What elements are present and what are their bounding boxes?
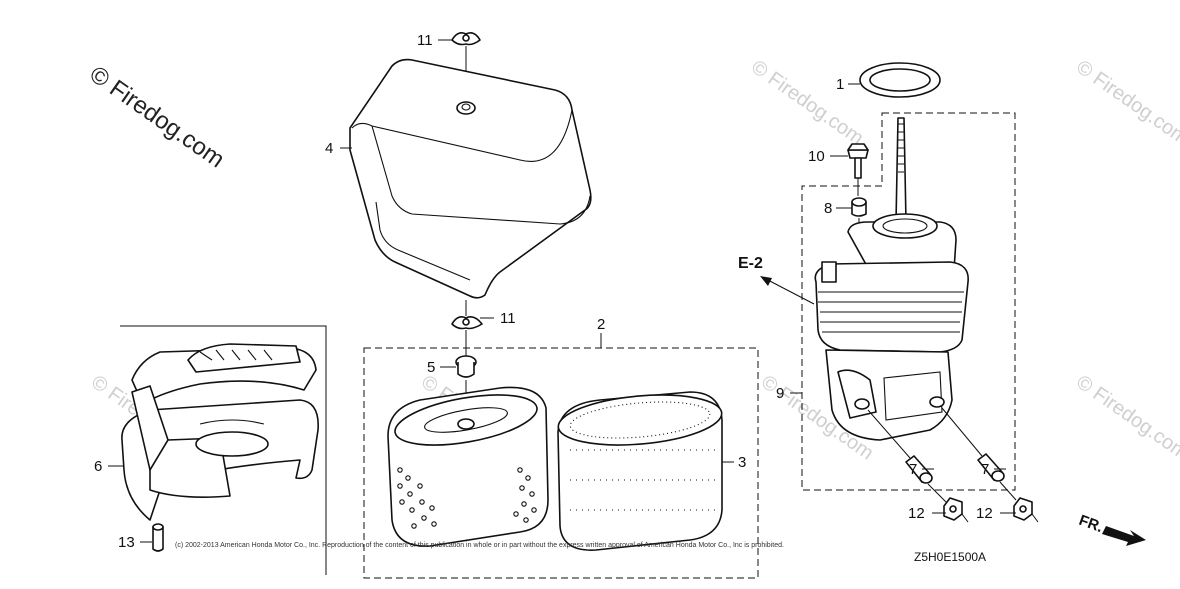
flange-nut-right (999, 481, 1039, 523)
element-assembly-box (363, 347, 759, 579)
callout-7-left: 7 (909, 461, 917, 478)
wing-nut-lower (451, 300, 483, 356)
flange-nut-left (927, 483, 969, 523)
watermark-faint: © Firedog.com (1072, 56, 1180, 149)
mount-rubber-left (867, 409, 933, 484)
callout-10: 10 (808, 148, 825, 165)
callout-3: 3 (738, 454, 746, 471)
watermark-main: © Firedog.com (85, 61, 230, 174)
callout-11-lower: 11 (500, 310, 516, 327)
copyright-notice: (c) 2002-2013 American Honda Motor Co., … (175, 542, 784, 549)
callout-12-left: 12 (908, 505, 925, 522)
callout-9: 9 (776, 385, 784, 402)
mount-rubber-right (941, 407, 1005, 482)
air-cleaner-cover (349, 58, 592, 299)
watermark-faint: © Firedog.com (1072, 371, 1180, 464)
elbow-assembly-frame (801, 112, 1016, 491)
callout-4: 4 (325, 140, 333, 157)
callout-numbers: 11 4 11 2 5 3 6 13 1 10 8 9 7 7 12 12 (94, 32, 993, 551)
elbow-body (814, 117, 969, 441)
collar-pin (152, 523, 164, 552)
foam-element (557, 391, 723, 551)
gasket (859, 62, 941, 98)
paper-element (387, 386, 549, 547)
collar (851, 197, 867, 234)
direction-label: FR. (1077, 512, 1106, 536)
diagram-code: Z5H0E1500A (914, 550, 986, 564)
left-group-frame (120, 325, 327, 575)
wing-nut-top (451, 32, 481, 100)
reference-label: E-2 (738, 255, 763, 272)
air-cleaner-base (121, 343, 319, 521)
grommet (455, 355, 477, 412)
front-direction-arrow: FR. (1077, 512, 1146, 546)
callout-6: 6 (94, 458, 102, 475)
callout-leaders (108, 39, 1016, 543)
callout-13: 13 (118, 534, 135, 551)
callout-1: 1 (836, 76, 844, 93)
callout-8: 8 (824, 200, 832, 217)
callout-12-right: 12 (976, 505, 993, 522)
callout-5: 5 (427, 359, 435, 376)
reference-arrow: E-2 (738, 255, 815, 305)
flange-bolt (847, 143, 869, 196)
watermark-faint: © Firedog.com (747, 56, 867, 149)
callout-7-right: 7 (981, 461, 989, 478)
callout-11-top: 11 (417, 32, 433, 49)
callout-2: 2 (597, 316, 605, 333)
